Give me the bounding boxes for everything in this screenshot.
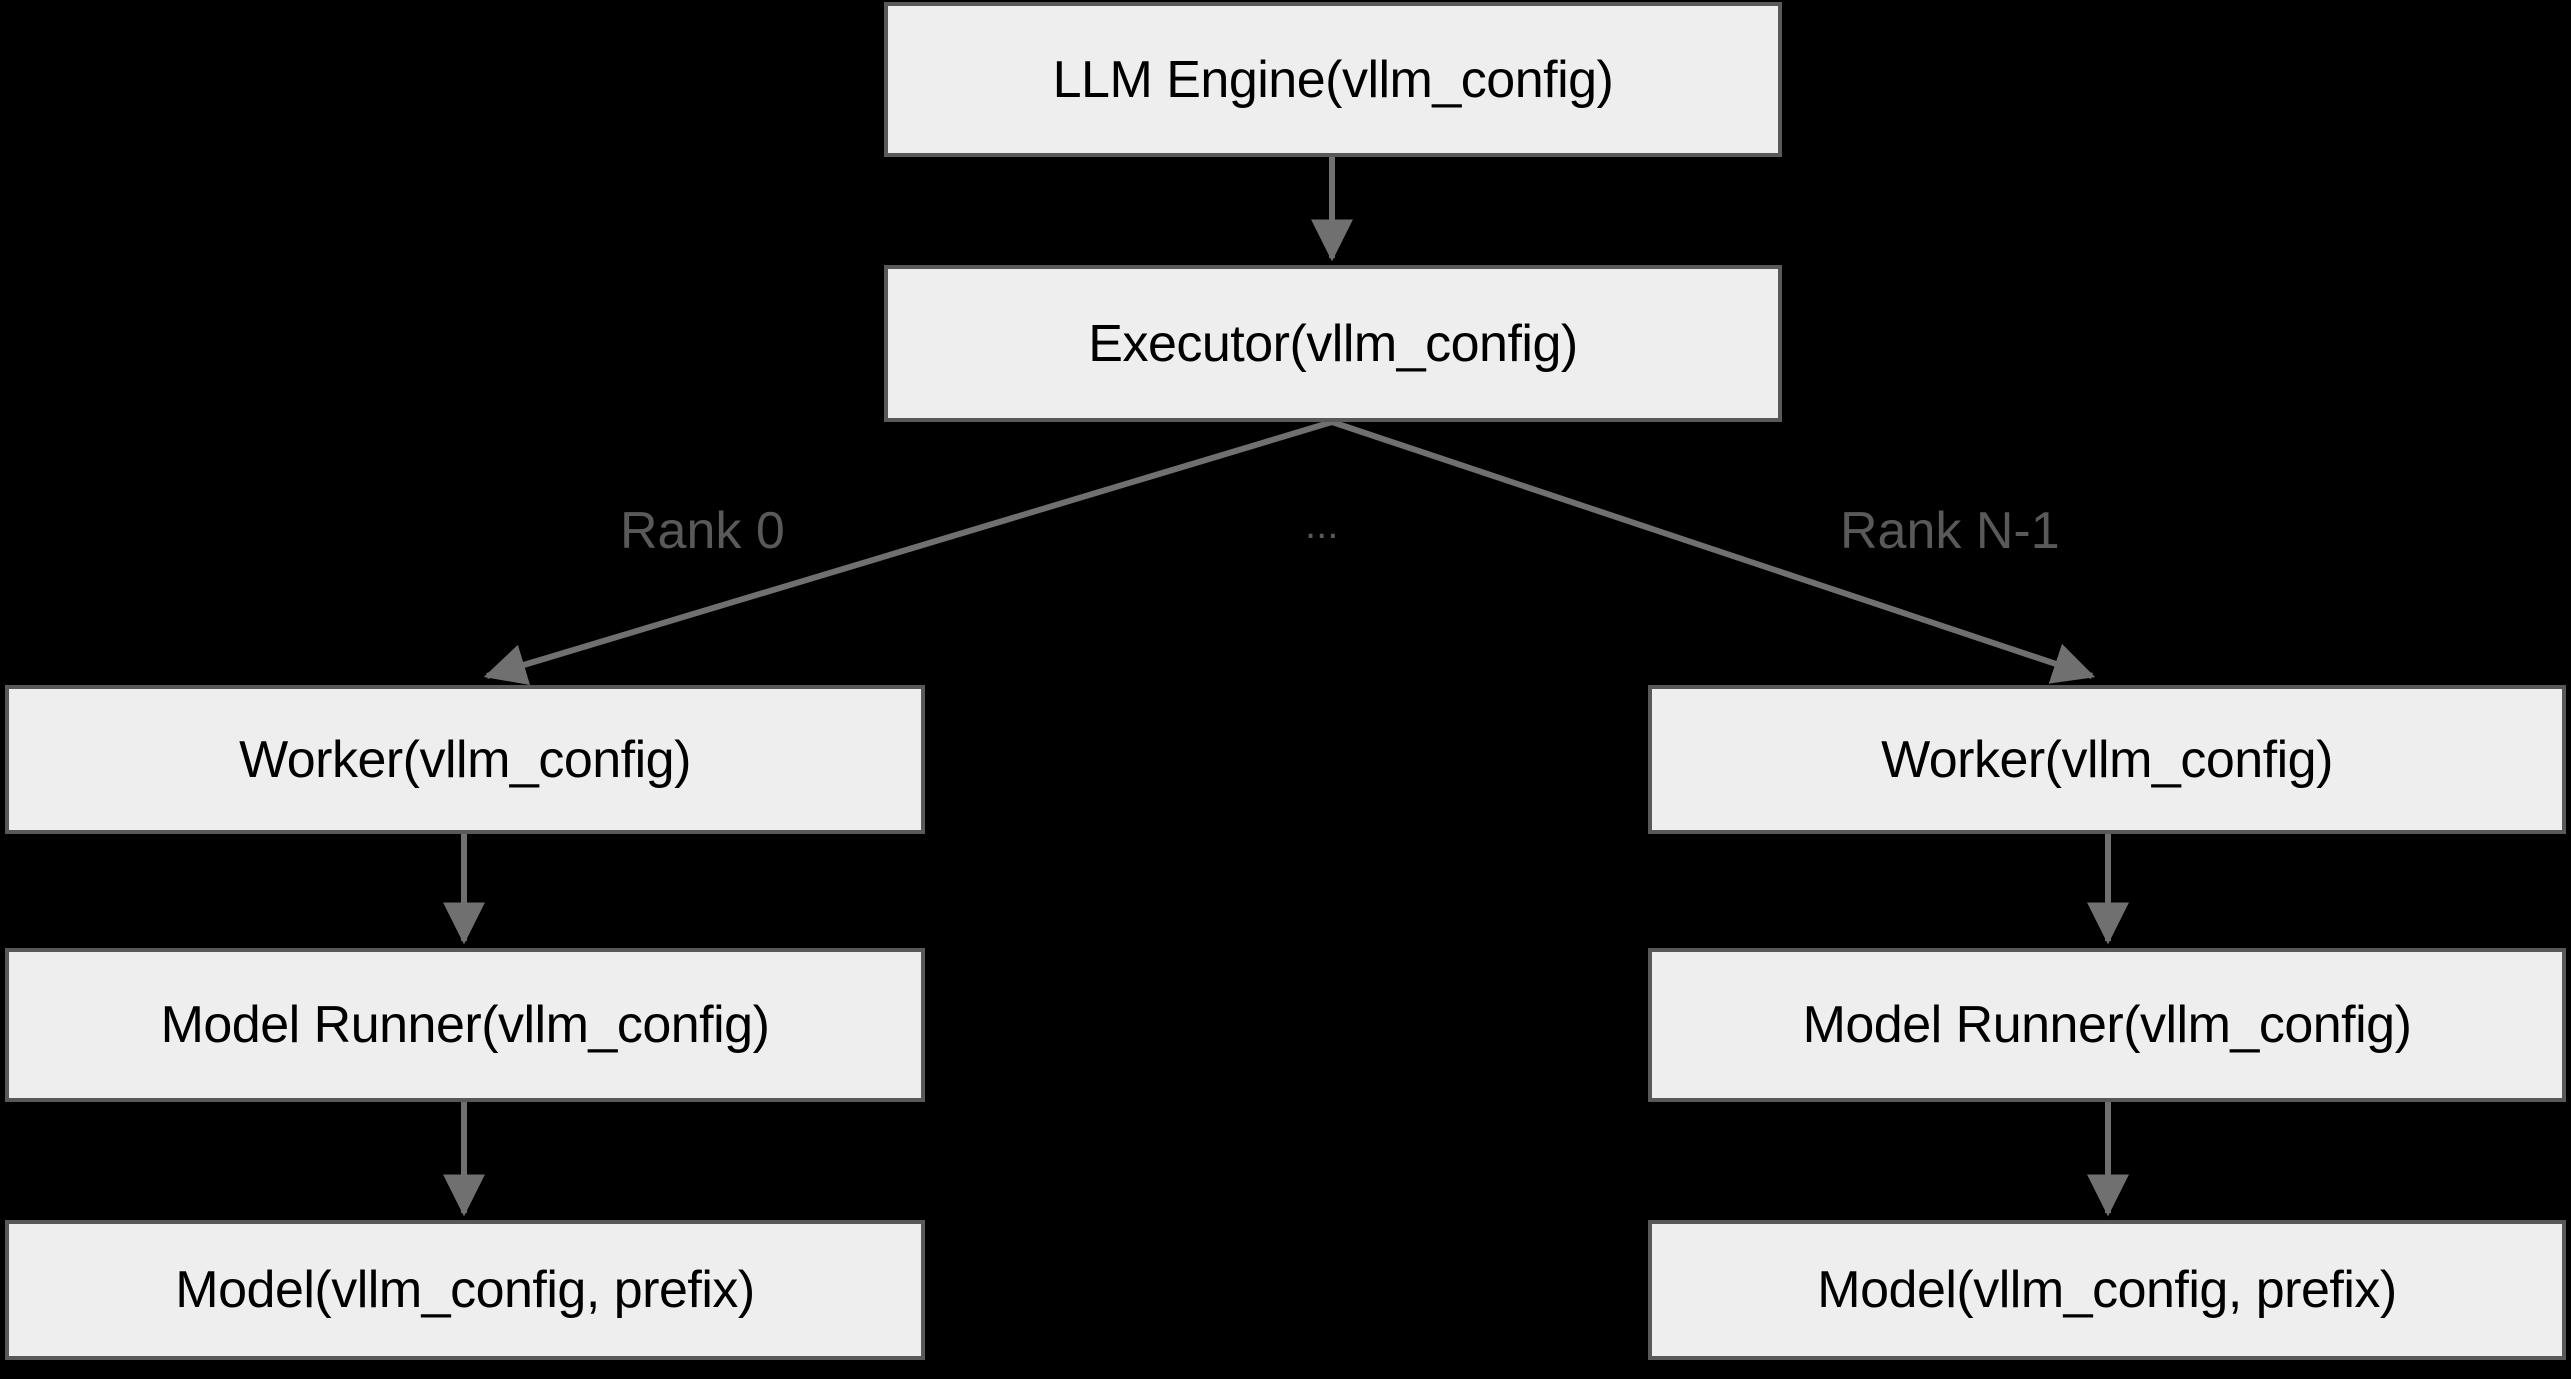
node-worker-rank0-label: Worker(vllm_config)	[239, 730, 691, 789]
node-model-runner-rank0[interactable]: Model Runner(vllm_config)	[5, 948, 925, 1102]
node-model-rankn-label: Model(vllm_config, prefix)	[1817, 1261, 2397, 1319]
node-worker-rankn[interactable]: Worker(vllm_config)	[1648, 685, 2566, 834]
node-model-rank0[interactable]: Model(vllm_config, prefix)	[5, 1220, 925, 1360]
node-model-runner-rankn[interactable]: Model Runner(vllm_config)	[1648, 948, 2566, 1102]
node-executor-label: Executor(vllm_config)	[1088, 314, 1578, 373]
edge-label-rank-ellipsis: ...	[1305, 503, 1339, 547]
node-executor[interactable]: Executor(vllm_config)	[884, 265, 1782, 422]
node-model-runner-rankn-label: Model Runner(vllm_config)	[1802, 996, 2412, 1054]
node-worker-rank0[interactable]: Worker(vllm_config)	[5, 685, 925, 834]
edge-executor-to-worker-rank0	[483, 419, 1333, 685]
edge-label-rank-n-1: Rank N-1	[1840, 502, 2060, 560]
node-model-runner-rank0-label: Model Runner(vllm_config)	[160, 996, 770, 1054]
node-model-rank0-label: Model(vllm_config, prefix)	[175, 1261, 755, 1319]
edge-label-rank-0: Rank 0	[620, 502, 785, 560]
node-llm-engine[interactable]: LLM Engine(vllm_config)	[884, 2, 1782, 157]
node-model-rankn[interactable]: Model(vllm_config, prefix)	[1648, 1220, 2566, 1360]
node-worker-rankn-label: Worker(vllm_config)	[1881, 730, 2333, 789]
node-llm-engine-label: LLM Engine(vllm_config)	[1052, 50, 1614, 109]
